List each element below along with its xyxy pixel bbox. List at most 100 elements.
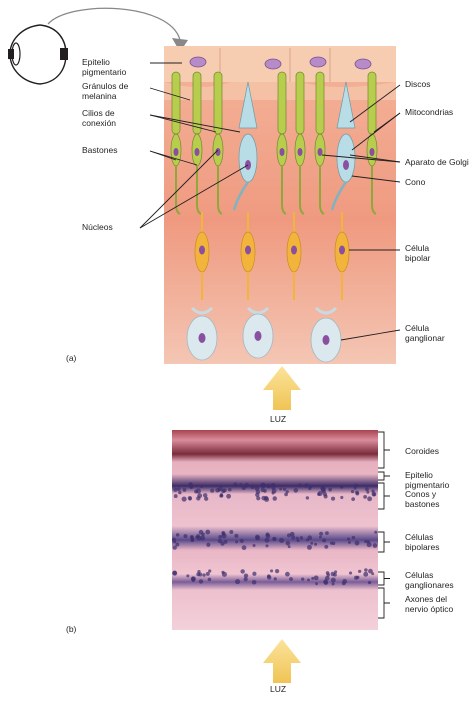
histology-nucleus-dot — [299, 536, 304, 540]
bracket-epitelio — [378, 471, 390, 481]
histology-nucleus-dot — [234, 579, 241, 585]
histology-nucleus-dot — [330, 577, 336, 583]
histology-nucleus-dot — [240, 569, 245, 574]
histology-nucleus-dot — [310, 541, 314, 545]
histology-nucleus-dot — [271, 488, 277, 494]
histology-nucleus-dot — [175, 533, 180, 537]
histology-nucleus-dot — [183, 534, 188, 539]
bipolar-nucleus — [245, 245, 251, 255]
label-nucleos: Núcleos — [82, 222, 113, 232]
bracket-coroides — [378, 431, 390, 469]
histology-nucleus-dot — [271, 485, 276, 490]
histology-nucleus-dot — [334, 570, 338, 574]
histology-nucleus-dot — [326, 573, 330, 577]
histology-nucleus-dot — [339, 485, 344, 489]
histology-nucleus-dot — [366, 542, 372, 548]
histology-nucleus-dot — [307, 578, 310, 582]
histology-nucleus-dot — [321, 489, 326, 494]
epithelium-nucleus — [264, 58, 282, 70]
histology-nucleus-dot — [265, 544, 269, 548]
histology-nucleus-dot — [351, 497, 356, 502]
histology-nucleus-dot — [329, 541, 334, 545]
label-cono: Cono — [405, 177, 426, 187]
histology-nucleus-dot — [301, 577, 305, 581]
histology-nucleus-dot — [189, 485, 193, 489]
rod-outer-segment — [277, 71, 287, 135]
histology-nucleus-dot — [265, 533, 271, 539]
histology-nucleus-dot — [172, 545, 177, 550]
histology-nucleus-dot — [173, 494, 178, 499]
histology-nucleus-dot — [295, 536, 299, 540]
rod-nucleus — [317, 148, 323, 156]
label-cilios-conexion: Cilios de conexión — [82, 108, 117, 128]
label-epitelio-pigmentario: Epitelio pigmentario — [82, 57, 127, 77]
rod-outer-segment — [295, 71, 305, 135]
histology-nucleus-dot — [222, 488, 227, 493]
histology-nucleus-dot — [223, 539, 228, 544]
leader-nucleos — [139, 149, 219, 229]
leader-golgi — [321, 154, 401, 163]
retina-illustration — [164, 46, 396, 364]
histology-nucleus-dot — [261, 495, 266, 501]
histology-nucleus-dot — [328, 487, 332, 492]
histology-nucleus-dot — [186, 574, 190, 578]
histology-nucleus-dot — [266, 483, 272, 489]
histology-nucleus-dot — [350, 489, 355, 494]
histology-nucleus-dot — [298, 483, 302, 488]
rod-nucleus — [215, 148, 221, 156]
histology-nucleus-dot — [293, 488, 299, 493]
histology-nucleus-dot — [364, 539, 368, 544]
histology-nucleus-dot — [173, 540, 177, 544]
label-coroides: Coroides — [405, 446, 440, 456]
histology-nucleus-dot — [313, 575, 319, 581]
cone-outer-segment — [336, 81, 356, 129]
histology-nucleus-dot — [235, 540, 239, 544]
ganglion-dendrite — [314, 306, 338, 315]
histology-nucleus-dot — [197, 493, 203, 499]
ganglion-dendrite — [190, 306, 214, 315]
histology-nucleus-dot — [364, 568, 368, 572]
histology-nucleus-dot — [202, 573, 206, 577]
histology-nucleus-dot — [330, 571, 335, 577]
label-celula-bipolar: Célula bipolar — [405, 243, 431, 263]
label-celula-ganglionar: Célula ganglionar — [405, 323, 445, 343]
histology-nucleus-dot — [319, 531, 324, 536]
histology-nucleus-dot — [243, 573, 249, 578]
label-mitocondrias: Mitocondrias — [405, 107, 454, 117]
histology-nucleus-dot — [220, 541, 225, 546]
rod-nucleus — [279, 148, 285, 156]
histology-nucleus-dot — [279, 537, 285, 543]
pointer-arrow — [47, 7, 181, 41]
histology-nucleus-dot — [322, 538, 327, 543]
histology-nucleus-dot — [196, 534, 201, 539]
rod-nucleus — [369, 148, 375, 156]
histology-nucleus-dot — [307, 544, 312, 550]
histology-nucleus-dot — [284, 492, 288, 497]
eye-icon — [8, 24, 68, 85]
cone-axon — [232, 181, 250, 211]
histology-nucleus-dot — [198, 529, 204, 535]
histology-nucleus-dot — [330, 496, 336, 501]
label-granulos-melanina: Gránulos de melanina — [82, 81, 129, 101]
histology-nucleus-dot — [205, 571, 210, 576]
rod-outer-segment — [315, 71, 325, 135]
histology-nucleus-dot — [260, 487, 265, 493]
histology-nucleus-dot — [309, 485, 313, 489]
histology-nucleus-dot — [305, 496, 310, 500]
histology-nucleus-dot — [217, 488, 221, 492]
panel-b-tag: (b) — [66, 624, 77, 634]
rod-nucleus — [297, 148, 303, 156]
histology-nucleus-dot — [188, 497, 192, 501]
leader-mitocondrias-2 — [373, 112, 401, 133]
bipolar-nucleus — [291, 245, 297, 255]
rod-nucleus — [194, 148, 200, 156]
bipolar-nucleus — [199, 245, 205, 255]
histology-nucleus-dot — [315, 582, 318, 586]
histology-nucleus-dot — [357, 569, 362, 574]
bracket-conos — [378, 482, 390, 510]
label-discos: Discos — [405, 79, 431, 89]
bracket-bipolares — [378, 531, 390, 553]
leader-cono — [351, 175, 401, 183]
